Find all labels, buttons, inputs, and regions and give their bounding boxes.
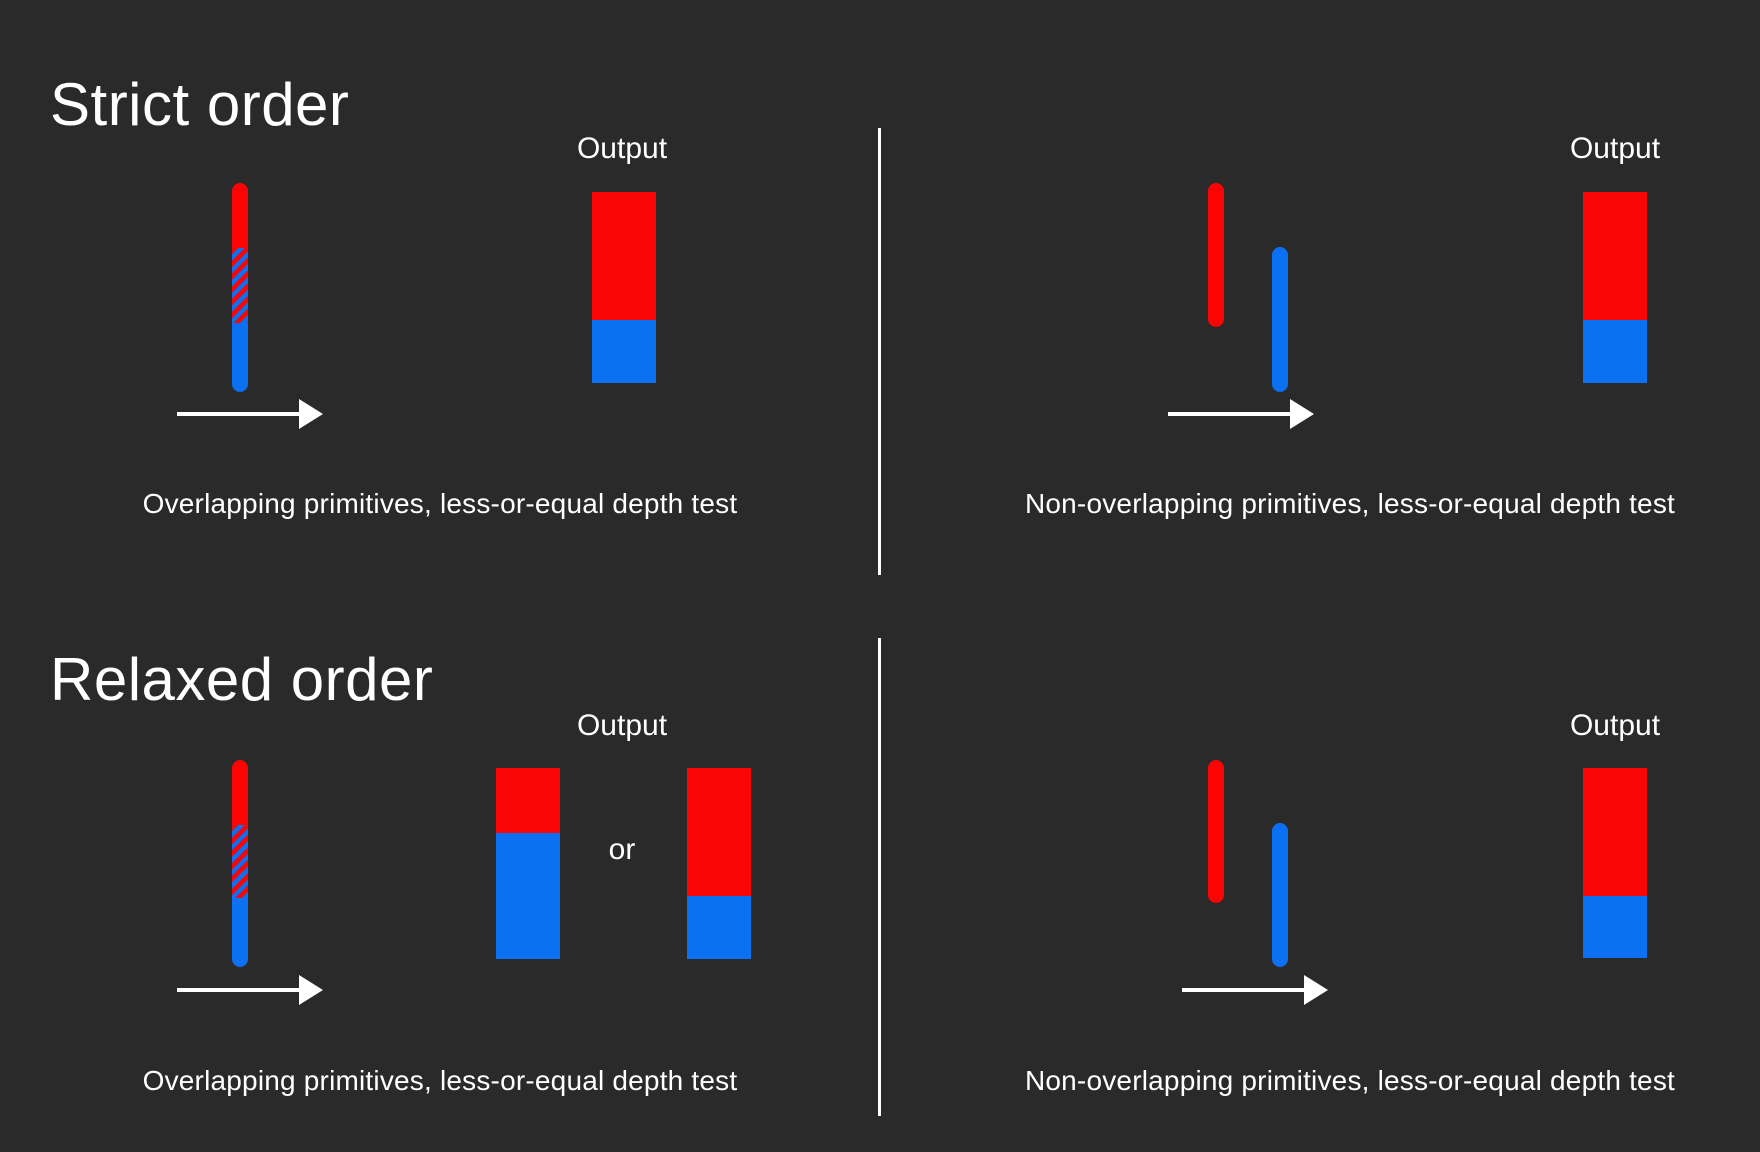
overlapping-primitives-bar <box>232 760 248 967</box>
arrow-head <box>1304 975 1328 1005</box>
output-result <box>592 192 656 383</box>
strict-order-title: Strict order <box>50 71 350 138</box>
blue-primitive-bar <box>1272 823 1288 967</box>
right-arrow-icon <box>1168 398 1314 430</box>
output-label: Output <box>1569 709 1661 742</box>
arrow-head <box>299 975 323 1005</box>
output-blue-segment <box>496 833 560 959</box>
red-segment <box>232 760 248 825</box>
output-result <box>1583 768 1647 958</box>
output-blue-segment <box>1583 896 1647 958</box>
output-label: Output <box>576 132 668 165</box>
arrow-shaft <box>177 412 303 416</box>
right-arrow-icon <box>1182 974 1328 1006</box>
caption: Overlapping primitives, less-or-equal de… <box>142 1065 738 1096</box>
right-arrow-icon <box>177 398 323 430</box>
output-label: Output <box>576 709 668 742</box>
blue-primitive-bar <box>1272 247 1288 392</box>
output-blue-segment <box>1583 320 1647 383</box>
arrow-shaft <box>1168 412 1294 416</box>
arrow-head <box>299 399 323 429</box>
output-result <box>687 768 751 959</box>
output-red-segment <box>1583 192 1647 320</box>
caption: Non-overlapping primitives, less-or-equa… <box>1024 1065 1676 1096</box>
caption: Overlapping primitives, less-or-equal de… <box>142 488 738 519</box>
or-label: or <box>608 833 636 866</box>
caption: Non-overlapping primitives, less-or-equa… <box>1024 488 1676 519</box>
output-red-segment <box>687 768 751 896</box>
red-segment <box>232 183 248 248</box>
output-label: Output <box>1569 132 1661 165</box>
output-blue-segment <box>687 896 751 959</box>
output-result <box>1583 192 1647 383</box>
overlap-hatch-segment <box>232 248 248 323</box>
panel-divider <box>878 128 881 575</box>
relaxed-order-title: Relaxed order <box>50 646 434 713</box>
red-primitive-bar <box>1208 760 1224 903</box>
overlap-hatch-segment <box>232 825 248 898</box>
blue-segment <box>232 323 248 392</box>
output-red-segment <box>496 768 560 833</box>
arrow-shaft <box>177 988 303 992</box>
output-red-segment <box>1583 768 1647 896</box>
arrow-head <box>1290 399 1314 429</box>
overlapping-primitives-bar <box>232 183 248 392</box>
blue-segment <box>232 898 248 967</box>
output-result <box>496 768 560 959</box>
panel-divider <box>878 638 881 1116</box>
right-arrow-icon <box>177 974 323 1006</box>
red-primitive-bar <box>1208 183 1224 327</box>
output-red-segment <box>592 192 656 320</box>
output-blue-segment <box>592 320 656 383</box>
arrow-shaft <box>1182 988 1308 992</box>
